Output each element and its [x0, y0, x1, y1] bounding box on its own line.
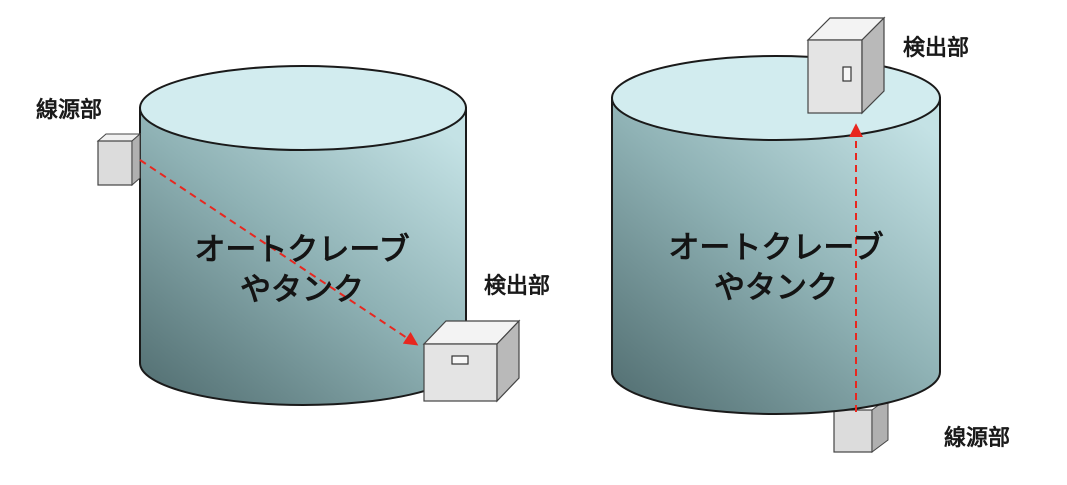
- right-detector-label: 検出部: [903, 36, 970, 61]
- left-tank-label-line2: やタンク: [239, 272, 364, 308]
- right-tank-label-line1: オートクレーブ: [668, 230, 884, 266]
- left-tank-label-line1: オートクレーブ: [194, 232, 410, 268]
- left-detector-label: 検出部: [484, 274, 551, 299]
- right-source-label: 線源部: [944, 426, 1011, 451]
- right-detector-box: [806, 16, 886, 115]
- right-detector-window: [842, 66, 852, 82]
- left-source-label: 線源部: [36, 98, 103, 123]
- left-panel: [96, 65, 521, 406]
- left-source-box: [96, 132, 142, 187]
- left-detector-window: [451, 355, 469, 365]
- left-tank-label: オートクレーブ やタンク: [194, 230, 409, 310]
- left-detector-box: [422, 319, 521, 403]
- right-tank-label-line2: やタンク: [713, 270, 838, 306]
- left-radiation-beam: [139, 159, 419, 346]
- left-tank-top: [139, 65, 467, 151]
- right-tank-label: オートクレーブ やタンク: [668, 228, 883, 308]
- right-source-box: [833, 397, 889, 453]
- right-tank-top: [611, 55, 941, 141]
- right-tank-body: [611, 97, 941, 415]
- right-panel: [611, 16, 941, 453]
